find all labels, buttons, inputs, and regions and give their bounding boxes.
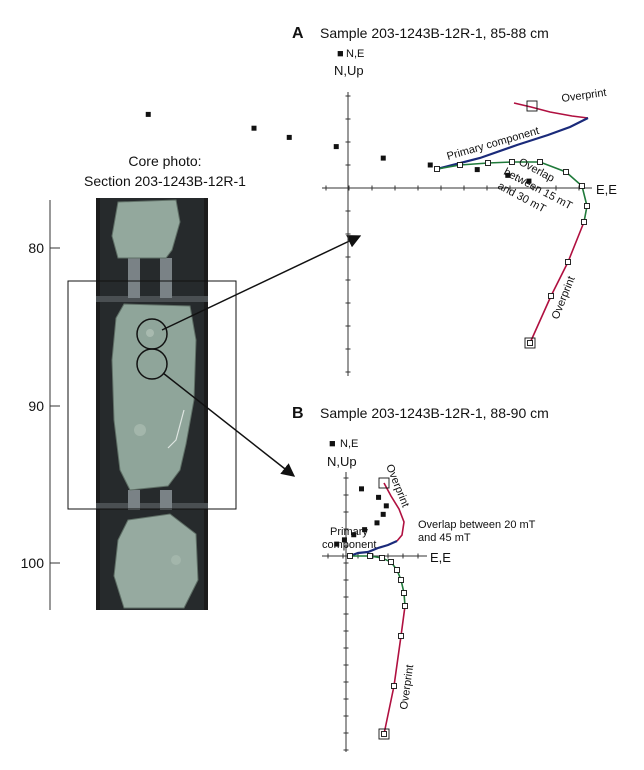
panel-b-primary-line <box>349 539 398 558</box>
panel-b-overprint-low-line <box>383 605 406 735</box>
vertical-component-point <box>581 219 587 225</box>
nrm-start-marker <box>378 477 390 489</box>
panel-b-axis-vertical: N,Up <box>327 454 357 469</box>
panel-b: B Sample 203-1243B-12R-1, 88-90 cm ■ N,E… <box>292 405 549 752</box>
data-point <box>351 532 357 538</box>
panel-b-overprint-top-line <box>383 482 405 542</box>
selected-interval-box <box>67 280 237 510</box>
vertical-component-point <box>548 293 554 299</box>
data-point <box>341 537 347 543</box>
data-point <box>374 520 380 526</box>
panel-a-axes <box>322 92 592 376</box>
panel-b-title: Sample 203-1243B-12R-1, 88-90 cm <box>320 405 549 421</box>
data-point <box>362 527 368 533</box>
panel-a: A Sample 203-1243B-12R-1, 85-88 cm ■ N,E… <box>145 25 617 376</box>
panel-b-label-overprint-low: Overprint <box>398 664 416 710</box>
vertical-component-point <box>485 160 491 166</box>
data-point <box>333 144 339 150</box>
panel-b-label-overlap-1: Overlap between 20 mT <box>418 519 536 531</box>
panel-a-data-points <box>145 100 590 349</box>
panel-b-data-points <box>334 477 408 740</box>
data-point <box>380 511 386 517</box>
sample-b-circle <box>136 348 168 380</box>
vertical-component-point <box>579 183 585 189</box>
vertical-component-point <box>347 553 353 559</box>
nrm-start-marker <box>378 728 390 740</box>
data-point <box>383 503 389 509</box>
data-point <box>526 178 532 184</box>
data-point <box>251 125 257 131</box>
depth-tick-80: 80 <box>28 240 44 256</box>
nrm-start-marker <box>526 100 538 112</box>
data-point <box>376 494 382 500</box>
vertical-component-point <box>565 259 571 265</box>
vertical-component-point <box>398 633 404 639</box>
data-point <box>359 486 364 492</box>
panel-a-title: Sample 203-1243B-12R-1, 85-88 cm <box>320 25 549 41</box>
vertical-component-point <box>509 159 515 165</box>
vertical-component-point <box>388 559 394 565</box>
panel-a-axis-horizontal: E,E <box>596 182 617 197</box>
data-point <box>334 541 340 547</box>
vertical-component-point <box>398 577 404 583</box>
panel-a-label-overprint-top: Overprint <box>561 87 607 105</box>
vertical-component-point <box>537 159 543 165</box>
panel-b-letter: B <box>292 405 304 422</box>
panel-b-axis-horizontal: E,E <box>430 550 451 565</box>
depth-scale: 80 90 100 <box>21 200 60 610</box>
panel-b-label-primary-2: component <box>322 539 376 551</box>
vertical-component-point <box>434 166 440 172</box>
nrm-start-marker <box>524 337 536 349</box>
vertical-component-point <box>584 203 590 209</box>
panel-b-axes <box>322 472 427 752</box>
arrow-to-panel-a <box>161 235 362 331</box>
vertical-component-point <box>381 731 387 737</box>
data-point <box>474 167 480 173</box>
data-point <box>380 155 386 161</box>
panel-b-label-overprint-top: Overprint <box>383 463 411 509</box>
vertical-component-point <box>367 553 373 559</box>
vertical-component-point <box>401 590 407 596</box>
panel-a-primary-line <box>436 117 589 171</box>
vertical-component-point <box>402 603 408 609</box>
core-caption-line1: Core photo: <box>128 153 201 169</box>
data-point <box>286 134 292 140</box>
vertical-component-point <box>563 169 569 175</box>
core-photo <box>96 198 208 610</box>
depth-tick-90: 90 <box>28 398 44 414</box>
panel-a-legend-symbol: ■ <box>337 48 344 60</box>
panel-a-letter: A <box>292 25 304 42</box>
panel-a-overprint-top-line <box>513 102 589 119</box>
arrow-to-panel-b <box>162 372 296 477</box>
vertical-component-point <box>391 683 397 689</box>
vertical-component-point <box>527 340 533 346</box>
panel-b-label-primary-1: Primary <box>330 526 368 538</box>
panel-b-legend-text: N,E <box>340 438 358 450</box>
panel-b-label-overlap-2: and 45 mT <box>418 532 471 544</box>
depth-tick-100: 100 <box>21 555 45 571</box>
vertical-component-point <box>379 555 385 561</box>
vertical-component-point <box>457 162 463 168</box>
data-point <box>427 162 433 168</box>
data-point <box>505 172 511 178</box>
data-point <box>145 111 151 117</box>
core-caption-line2: Section 203-1243B-12R-1 <box>84 173 246 189</box>
panel-a-axis-vertical: N,Up <box>334 63 364 78</box>
panel-a-overprint-low-line <box>529 221 585 344</box>
panel-b-overlap-line <box>350 555 406 607</box>
panel-b-legend-symbol: ■ <box>329 438 336 450</box>
panel-a-legend-text: N,E <box>346 48 364 60</box>
vertical-component-point <box>394 567 400 573</box>
